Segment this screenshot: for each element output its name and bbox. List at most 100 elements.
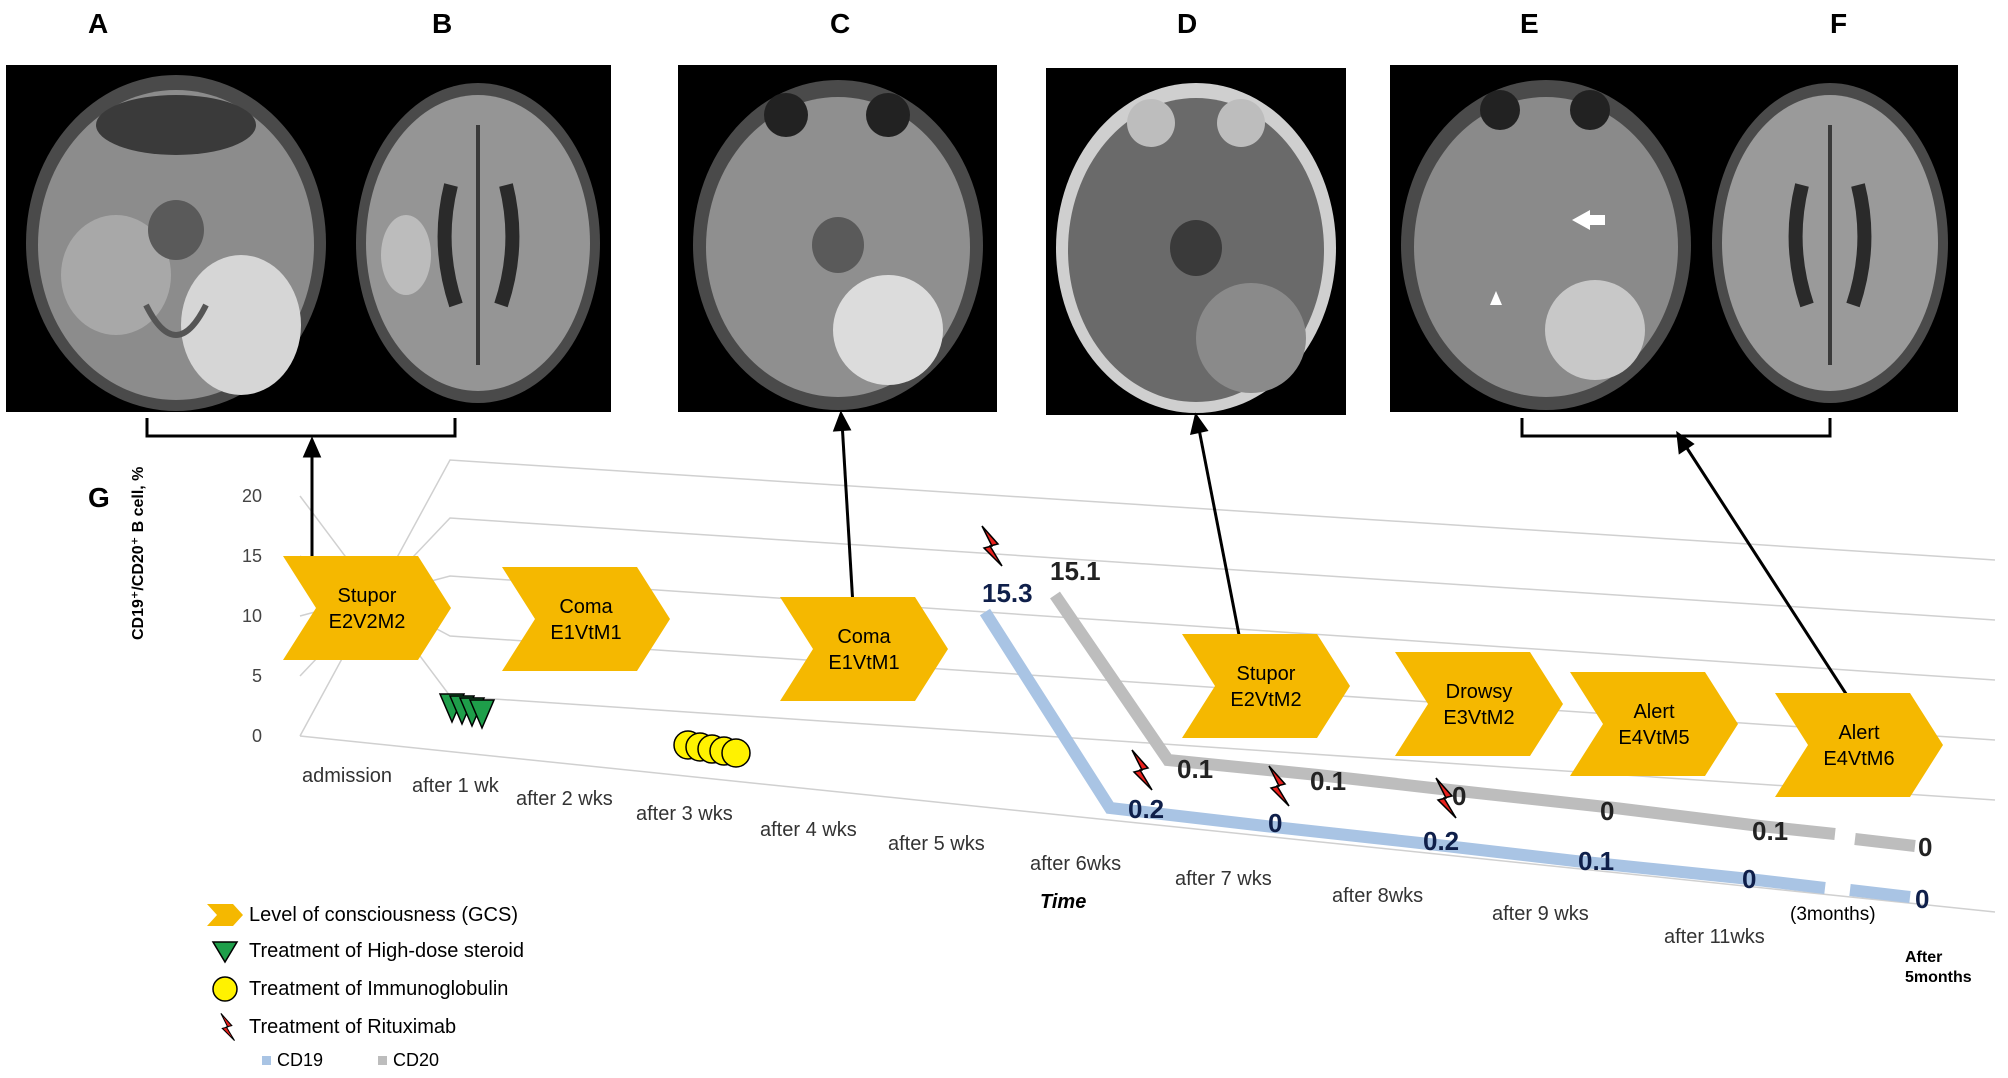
legend-item-steroid: Treatment of High-dose steroid xyxy=(205,936,524,966)
panel-letter-e: E xyxy=(1520,8,1539,39)
gcs-score-label: E4VtM5 xyxy=(1618,727,1689,749)
cd19-value-label: 0 xyxy=(1268,808,1282,838)
steroid-treatment-markers xyxy=(438,693,496,730)
chevron-arrow-icon xyxy=(1570,672,1738,776)
time-tick-label: after 11wks xyxy=(1664,926,1765,948)
mri-panel-b xyxy=(346,65,611,412)
arrow-marker-icon xyxy=(1572,210,1605,230)
panel-letter-a: A xyxy=(88,8,109,39)
arrowhead-marker-icon xyxy=(1490,291,1502,305)
chevron-arrow-icon xyxy=(1182,634,1350,738)
square-icon xyxy=(378,1055,387,1065)
legend-item-cd20: CD20 xyxy=(378,1048,439,1072)
gcs-level-label: Drowsy xyxy=(1446,681,1513,703)
cd20-value-label: 0.1 xyxy=(1310,766,1346,796)
chevron-arrow-icon xyxy=(205,900,249,930)
brain-scan-image xyxy=(356,83,600,403)
time-axis-line xyxy=(299,735,1996,913)
y-tick-label: 15 xyxy=(242,546,262,566)
lightning-bolt-icon xyxy=(1131,749,1153,791)
cd19-value-label: 0 xyxy=(1742,864,1756,894)
legend-label: CD19 xyxy=(277,1049,324,1070)
cd19-series-line-tail xyxy=(1849,884,1911,903)
gcs-score-label: E2V2M2 xyxy=(329,611,406,633)
panel-letter-b: B xyxy=(432,8,453,39)
time-tick-label: after 4 wks xyxy=(760,819,857,841)
cd20-series-line-tail xyxy=(1854,833,1916,852)
mri-panel-a xyxy=(6,65,346,412)
cd19-value-label: 0.1 xyxy=(1578,846,1614,876)
gcs-level-label: Alert xyxy=(1633,701,1675,723)
cd19-value-label: 0 xyxy=(1915,884,1929,914)
cd19-series-line xyxy=(979,608,1826,894)
gcs-level-label: Alert xyxy=(1838,722,1880,744)
cd19-value-label: 15.3 xyxy=(982,578,1033,608)
y-tick-label: 5 xyxy=(252,666,262,686)
gcs-level-label: Stupor xyxy=(1237,663,1296,685)
gcs-score-label: E4VtM6 xyxy=(1823,748,1894,770)
cd20-value-label: 0.1 xyxy=(1752,816,1788,846)
time-tick-label: after 7 wks xyxy=(1175,868,1272,890)
square-icon xyxy=(262,1055,271,1065)
legend-label: CD20 xyxy=(393,1049,440,1070)
connector-arrows xyxy=(302,410,1852,701)
mri-panel-c xyxy=(678,65,997,412)
circle-icon xyxy=(721,738,751,768)
mri-panel-e xyxy=(1390,65,1702,412)
cd20-value-label: 0 xyxy=(1600,796,1614,826)
chevron-arrow-icon xyxy=(502,567,670,671)
lightning-bolt-icon xyxy=(205,1012,249,1042)
time-axis-title: Time xyxy=(1040,891,1086,913)
circle-icon xyxy=(205,974,249,1004)
y-tick-label: 0 xyxy=(252,726,262,746)
panel-letter-f: F xyxy=(1830,8,1848,39)
chevron-arrow-icon xyxy=(1775,693,1943,797)
cd20-value-label: 0 xyxy=(1918,832,1932,862)
chevron-arrow-icon xyxy=(283,556,451,660)
bracket-ef xyxy=(1520,418,1832,438)
legend-label: Treatment of Rituximab xyxy=(249,1015,457,1038)
gcs-score-label: E1VtM1 xyxy=(828,652,899,674)
gcs-level-label: Stupor xyxy=(338,585,397,607)
cd20-series-line xyxy=(1050,591,1836,840)
bracket-ab xyxy=(145,418,457,438)
brain-scan-image xyxy=(26,75,326,411)
panel-letter-c: C xyxy=(830,8,851,39)
cd19-value-label: 0.2 xyxy=(1423,826,1459,856)
cd19-value-labels: 15.3 0.2 0 0.2 0.1 0 0 xyxy=(982,578,1929,914)
brain-scan-image xyxy=(1401,80,1691,410)
panel-letter-g: G xyxy=(88,482,110,513)
gcs-level-label: Coma xyxy=(559,596,613,618)
down-triangle-icon xyxy=(205,936,249,966)
legend-item-gcs: Level of consciousness (GCS) xyxy=(205,900,518,930)
legend-label: Treatment of Immunoglobulin xyxy=(249,977,509,1000)
cd20-value-labels: 15.1 0.1 0.1 0 0 0.1 0 xyxy=(1050,556,1932,862)
ivig-treatment-markers xyxy=(673,730,751,768)
mri-panel-d xyxy=(1046,68,1346,415)
down-triangle-icon xyxy=(468,699,496,730)
brain-scan-image xyxy=(1056,83,1336,413)
mri-panel-f xyxy=(1702,65,1958,412)
cd20-value-label: 0.1 xyxy=(1177,754,1213,784)
lightning-bolt-icon xyxy=(981,525,1003,567)
legend-label: Treatment of High-dose steroid xyxy=(249,939,524,962)
legend-item-cd19: CD19 xyxy=(262,1048,323,1072)
time-tick-label: after 2 wks xyxy=(516,788,613,810)
time-tick-label: after 5 wks xyxy=(888,833,985,855)
time-tick-label: after 3 wks xyxy=(636,803,733,825)
y-axis-title: CD19⁺/CD20⁺ B cell, % xyxy=(130,466,147,640)
time-tick-label: after 9 wks xyxy=(1492,903,1589,925)
time-tick-label: after 6wks xyxy=(1030,853,1121,875)
cd20-value-label: 15.1 xyxy=(1050,556,1101,586)
cd19-value-label: 0.2 xyxy=(1128,794,1164,824)
